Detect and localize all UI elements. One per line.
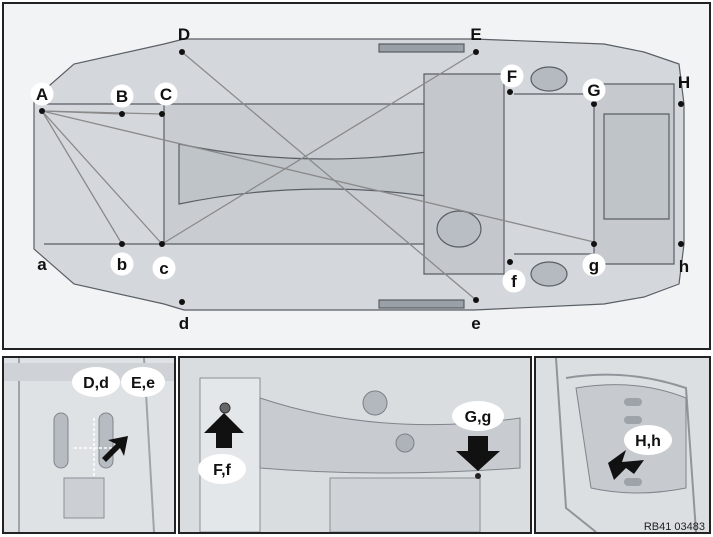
arrow-down-icon-g [456,436,500,471]
point-marker-b [119,241,125,247]
point-marker-g [591,241,597,247]
point-marker-E [473,49,479,55]
label-B: B [116,87,128,106]
label-c: c [159,259,168,278]
detail-panel-f-g: F,f G,g [178,356,532,534]
label-H: H [678,73,690,92]
label-e: e [471,314,480,333]
detail-panel-d-e: D,d E,e [2,356,176,534]
underbody-view: A B C D E F G H a b c d e f g h [2,2,711,350]
measuring-point-markers [39,49,684,305]
point-labels-lower: a b c d e f g h [37,252,689,333]
slot-left-icon [53,412,69,469]
point-marker-c [159,241,165,247]
point-marker-h [678,241,684,247]
label-A: A [36,85,48,104]
label-E: E [470,25,481,44]
label-f: f [511,272,517,291]
point-marker-B [119,111,125,117]
callout-g-g: G,g [465,409,492,426]
label-g: g [589,256,599,275]
measurement-lines [41,51,595,301]
arrow-up-icon-f [204,413,244,448]
hole-icon [219,402,231,414]
label-d: d [179,314,189,333]
reference-code: RB41 03483 [643,521,705,533]
callout-e-e: E,e [131,375,155,392]
label-b: b [117,255,127,274]
callout-d-d: D,d [83,375,109,392]
underbody-drawing: A B C D E F G H a b c d e f g h [30,25,690,333]
point-marker-H [678,101,684,107]
label-F: F [507,67,517,86]
point-labels-upper: A B C D E F G H [30,25,690,108]
point-marker-F [507,89,513,95]
label-G: G [587,81,600,100]
point-marker-D [179,49,185,55]
callout-f-f: F,f [213,462,231,479]
label-C: C [160,85,172,104]
label-a: a [37,255,47,274]
point-marker-f [507,259,513,265]
point-marker-d [179,299,185,305]
detail-panel-h: H,h [534,356,711,534]
callout-h-h: H,h [635,433,661,450]
label-h: h [679,257,689,276]
label-D: D [178,25,190,44]
point-marker-e [473,297,479,303]
point-marker-C [159,111,165,117]
arrow-icon-h [608,450,644,480]
point-marker-G [591,101,597,107]
arrow-icon [102,436,128,462]
point-marker-A [39,108,45,114]
